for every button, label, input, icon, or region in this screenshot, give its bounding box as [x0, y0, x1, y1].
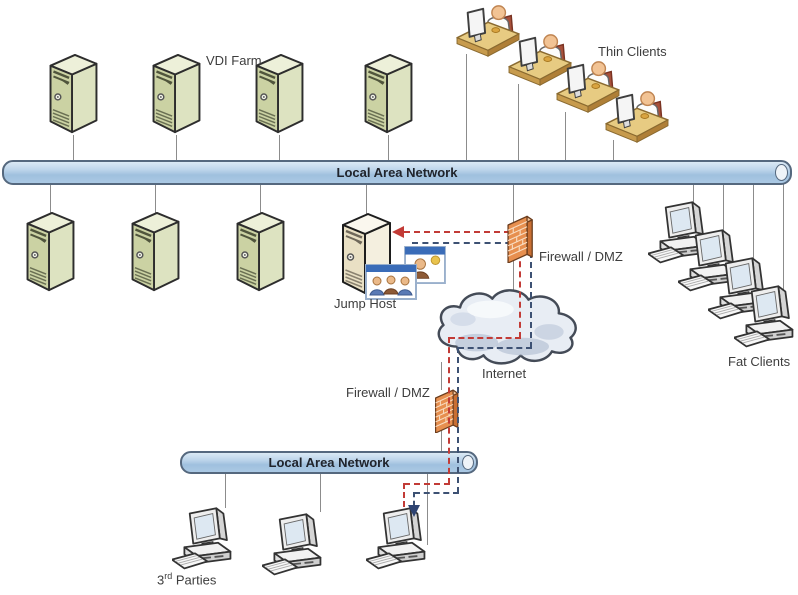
- connector-line: [783, 181, 784, 293]
- red-dashed-path-segment: [403, 483, 405, 507]
- connector-line: [518, 84, 519, 162]
- firewall-top-label: Firewall / DMZ: [539, 249, 623, 264]
- connector-line: [723, 181, 724, 239]
- server-icon: [228, 210, 292, 296]
- red-arrowhead: [392, 226, 404, 238]
- connector-line: [366, 181, 367, 214]
- blue-dashed-path-segment: [414, 492, 459, 494]
- connector-line: [225, 470, 226, 508]
- vdi-farm-label: VDI Farm: [206, 53, 262, 68]
- red-dashed-path-segment: [449, 337, 521, 339]
- connector-line: [565, 112, 566, 162]
- connector-line: [693, 181, 694, 211]
- firewall-icon: [504, 213, 538, 263]
- connector-line: [466, 54, 467, 162]
- third-party-computer-icon: [172, 502, 234, 580]
- connector-line: [73, 135, 74, 162]
- fat-client-icon: [734, 280, 796, 358]
- red-dashed-path-segment: [404, 483, 450, 485]
- lan-bottom-bar: Local Area Network: [180, 451, 478, 474]
- connector-line: [279, 135, 280, 162]
- blue-dashed-path-segment: [458, 347, 532, 349]
- server-icon: [18, 210, 82, 296]
- internet-label: Internet: [482, 366, 527, 381]
- lan-top-label: Local Area Network: [336, 165, 458, 180]
- lan-bottom-end-cap: [462, 455, 474, 470]
- connector-line: [613, 140, 614, 162]
- blue-dashed-path-segment: [530, 242, 532, 348]
- connector-line: [155, 181, 156, 213]
- vdi-server-icon: [144, 52, 208, 138]
- jump-host-label: Jump Host: [334, 296, 397, 311]
- connector-line: [441, 362, 442, 390]
- connector-line: [753, 181, 754, 266]
- blue-dashed-path-segment: [457, 347, 459, 493]
- red-dashed-path-segment: [519, 231, 521, 338]
- blue-dashed-path-segment: [413, 492, 415, 506]
- lan-top-end-cap: [775, 164, 788, 181]
- firewall-bottom-label: Firewall / DMZ: [346, 385, 430, 400]
- connector-line: [441, 428, 442, 453]
- connector-line: [176, 135, 177, 162]
- third-party-computer-icon: [262, 508, 324, 586]
- thin-clients-label: Thin Clients: [598, 44, 667, 59]
- blue-arrowhead: [408, 505, 420, 517]
- third-parties-label: 3rd Parties: [157, 571, 216, 587]
- connector-line: [260, 181, 261, 213]
- blue-dashed-path-segment: [412, 242, 532, 244]
- third-parties-base: 3: [157, 572, 165, 588]
- server-icon: [123, 210, 187, 296]
- connector-line: [388, 135, 389, 162]
- connector-line: [50, 181, 51, 213]
- fat-clients-label: Fat Clients: [728, 354, 791, 369]
- connector-line: [320, 470, 321, 512]
- third-parties-sup: rd: [164, 571, 173, 581]
- red-dashed-path-segment: [404, 231, 520, 233]
- users-window-icon: [365, 264, 417, 300]
- lan-top-bar: Local Area Network: [2, 160, 792, 185]
- red-dashed-path-segment: [448, 337, 450, 484]
- vdi-server-icon: [41, 52, 105, 138]
- lan-bottom-label: Local Area Network: [268, 455, 390, 470]
- internet-cloud-icon: [427, 284, 585, 370]
- thin-client-icon: [605, 88, 669, 148]
- third-parties-rest: Parties: [172, 572, 217, 588]
- connector-line: [427, 470, 428, 545]
- vdi-server-icon: [356, 52, 420, 138]
